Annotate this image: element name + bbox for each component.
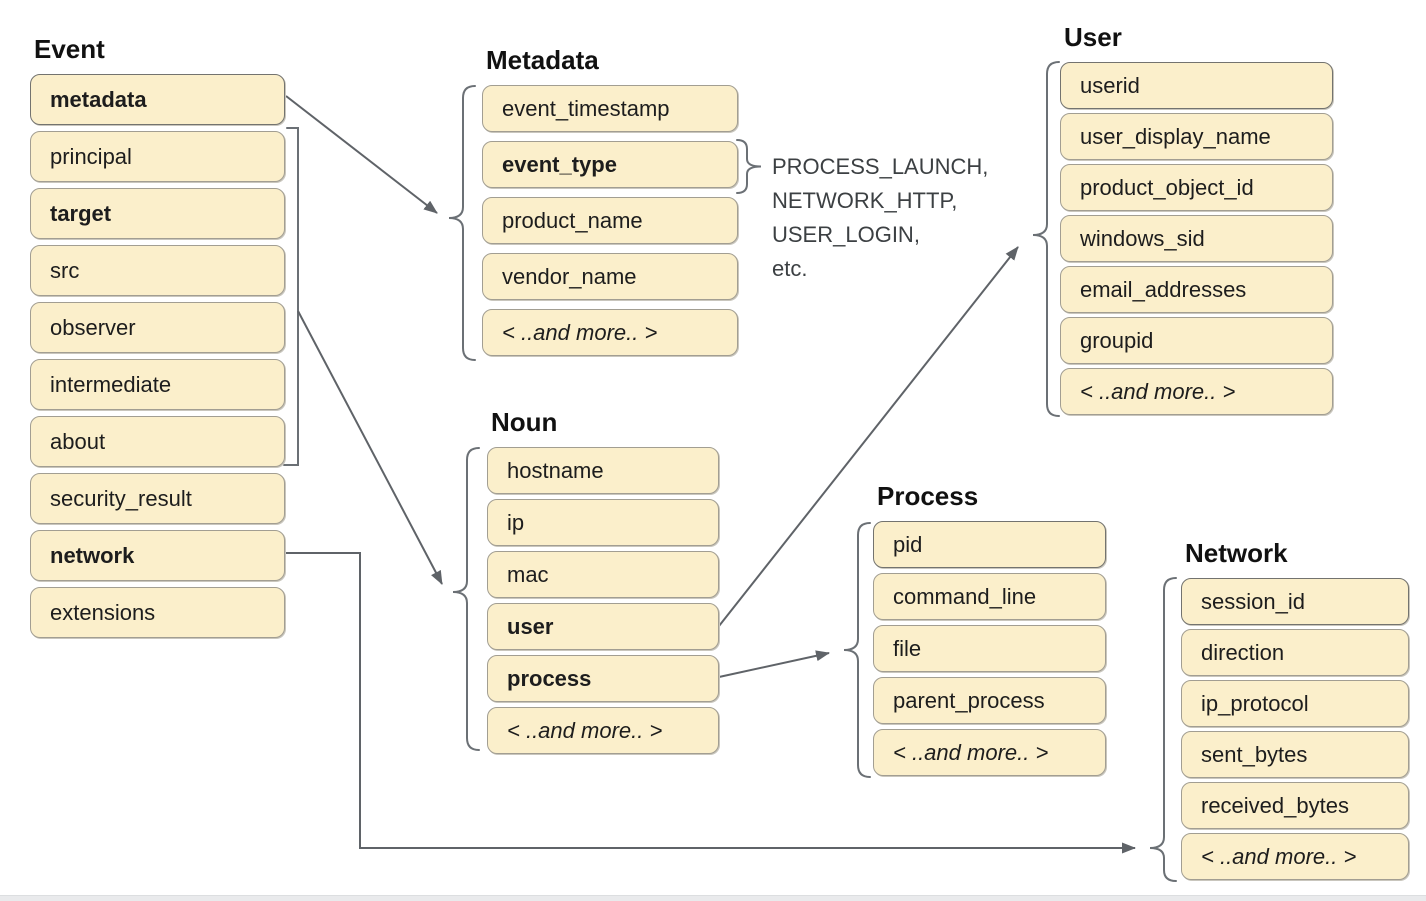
field-user-and-more: < ..and more.. > — [1060, 368, 1333, 415]
field-network-ip-protocol: ip_protocol — [1181, 680, 1409, 727]
field-metadata-vendor-name: vendor_name — [482, 253, 738, 300]
group-process-fields: pid command_line file parent_process < .… — [873, 521, 1106, 776]
field-user-windows-sid: windows_sid — [1060, 215, 1333, 262]
field-user-product-object-id: product_object_id — [1060, 164, 1333, 211]
arrow-network-to-network-group — [286, 552, 1136, 854]
field-network-and-more: < ..and more.. > — [1181, 833, 1409, 880]
field-event-extensions: extensions — [30, 587, 285, 638]
arrow-user-to-user-group — [718, 246, 1019, 627]
field-metadata-and-more: < ..and more.. > — [482, 309, 738, 356]
group-user: User userid user_display_name product_ob… — [1060, 20, 1333, 415]
field-event-observer: observer — [30, 302, 285, 353]
event-type-value-line: etc. — [772, 256, 808, 281]
brace-noun-group — [452, 447, 480, 751]
group-title-network: Network — [1185, 538, 1288, 568]
event-type-value-line: NETWORK_HTTP, — [772, 188, 958, 213]
group-title-metadata: Metadata — [486, 45, 599, 75]
field-noun-user: user — [487, 603, 719, 650]
group-noun: Noun hostname ip mac user process < ..an… — [487, 405, 719, 754]
group-metadata-fields: event_timestamp event_type product_name … — [482, 85, 738, 356]
group-process: Process pid command_line file parent_pro… — [873, 479, 1106, 776]
field-event-network: network — [30, 530, 285, 581]
bottom-scroll-bar — [0, 895, 1426, 901]
field-user-user-display-name: user_display_name — [1060, 113, 1333, 160]
brace-network-group — [1149, 577, 1177, 882]
brace-process-group — [843, 522, 871, 778]
event-type-values-note: PROCESS_LAUNCH, NETWORK_HTTP, USER_LOGIN… — [772, 150, 988, 286]
group-title-user: User — [1064, 22, 1122, 52]
group-metadata: Metadata event_timestamp event_type prod… — [482, 43, 738, 356]
field-noun-hostname: hostname — [487, 447, 719, 494]
field-noun-mac: mac — [487, 551, 719, 598]
arrow-metadata-to-metadata-group — [285, 95, 438, 214]
field-event-security-result: security_result — [30, 473, 285, 524]
group-title-event: Event — [34, 34, 105, 64]
arrow-event-nouns-to-noun-group — [297, 310, 443, 585]
field-user-userid: userid — [1060, 62, 1333, 109]
event-type-value-line: USER_LOGIN, — [772, 222, 920, 247]
field-process-pid: pid — [873, 521, 1106, 568]
field-process-parent-process: parent_process — [873, 677, 1106, 724]
group-network-fields: session_id direction ip_protocol sent_by… — [1181, 578, 1409, 880]
field-event-intermediate: intermediate — [30, 359, 285, 410]
field-network-received-bytes: received_bytes — [1181, 782, 1409, 829]
field-event-about: about — [30, 416, 285, 467]
group-title-noun: Noun — [491, 407, 558, 437]
field-network-direction: direction — [1181, 629, 1409, 676]
event-type-value-line: PROCESS_LAUNCH, — [772, 154, 989, 179]
field-event-src: src — [30, 245, 285, 296]
field-noun-and-more: < ..and more.. > — [487, 707, 719, 754]
field-event-target: target — [30, 188, 285, 239]
group-noun-fields: hostname ip mac user process < ..and mor… — [487, 447, 719, 754]
group-network: Network session_id direction ip_protocol… — [1181, 536, 1409, 880]
field-user-groupid: groupid — [1060, 317, 1333, 364]
field-network-sent-bytes: sent_bytes — [1181, 731, 1409, 778]
field-event-metadata: metadata — [30, 74, 285, 125]
group-user-fields: userid user_display_name product_object_… — [1060, 62, 1333, 415]
field-network-session-id: session_id — [1181, 578, 1409, 625]
field-metadata-event-type: event_type — [482, 141, 738, 188]
field-process-and-more: < ..and more.. > — [873, 729, 1106, 776]
field-noun-process: process — [487, 655, 719, 702]
field-event-principal: principal — [30, 131, 285, 182]
group-event: Event metadata principal target src obse… — [30, 32, 285, 638]
group-event-fields: metadata principal target src observer i… — [30, 74, 285, 638]
field-metadata-event-timestamp: event_timestamp — [482, 85, 738, 132]
brace-event-type-values — [736, 139, 762, 194]
field-process-command-line: command_line — [873, 573, 1106, 620]
field-metadata-product-name: product_name — [482, 197, 738, 244]
brace-user-group — [1032, 61, 1060, 417]
field-noun-ip: ip — [487, 499, 719, 546]
brace-metadata-group — [448, 85, 476, 361]
group-title-process: Process — [877, 481, 979, 511]
field-process-file: file — [873, 625, 1106, 672]
field-user-email-addresses: email_addresses — [1060, 266, 1333, 313]
arrow-process-to-process-group — [718, 650, 830, 678]
bracket-event-nouns — [283, 127, 299, 466]
